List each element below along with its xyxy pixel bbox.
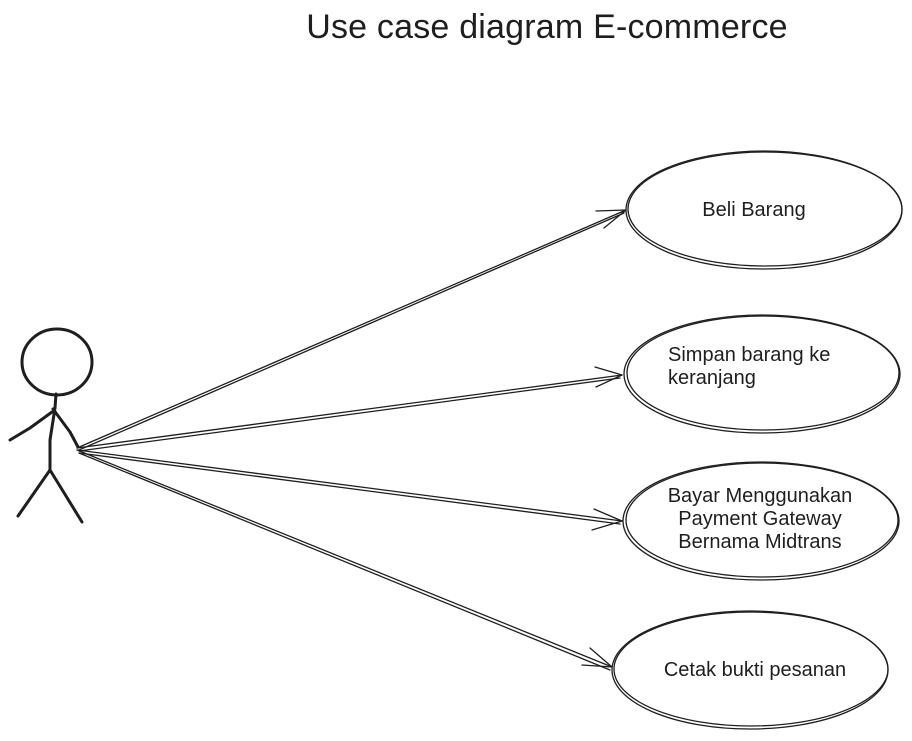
arrowhead-beli-barang (595, 209, 627, 212)
use-case-text-cetak: Cetak bukti pesanan (663, 658, 847, 681)
arrowhead-cetak (589, 647, 613, 668)
association-line-bayar (76, 449, 623, 531)
arrowhead-bayar (593, 508, 623, 522)
use-case-text-beli-barang: Beli Barang (702, 198, 806, 221)
use-case-ellipse-simpan-barang (623, 314, 901, 434)
use-case-label-simpan-barang: Simpan barang ke keranjang (668, 341, 888, 393)
use-case-label-cetak: Cetak bukti pesanan (640, 650, 870, 690)
diagram-title: Use case diagram E-commerce (306, 8, 788, 46)
association-line-beli-barang (76, 209, 627, 451)
use-case-label-bayar: Bayar Menggunakan Payment Gateway Bernam… (654, 482, 866, 556)
arrowhead-simpan-barang (594, 366, 623, 376)
use-case-text-bayar: Bayar Menggunakan Payment Gateway Bernam… (667, 484, 853, 553)
use-case-ellipse-beli-barang (625, 150, 903, 270)
association-line-simpan-barang (76, 366, 623, 452)
stick-figure-actor-icon (8, 327, 94, 524)
use-case-ellipse-cetak (611, 610, 889, 730)
use-case-text-simpan-barang: Simpan barang ke keranjang (668, 344, 831, 389)
use-case-ellipse-bayar (622, 461, 900, 581)
use-case-label-beli-barang: Beli Barang (654, 190, 854, 230)
association-line-cetak (76, 449, 613, 671)
